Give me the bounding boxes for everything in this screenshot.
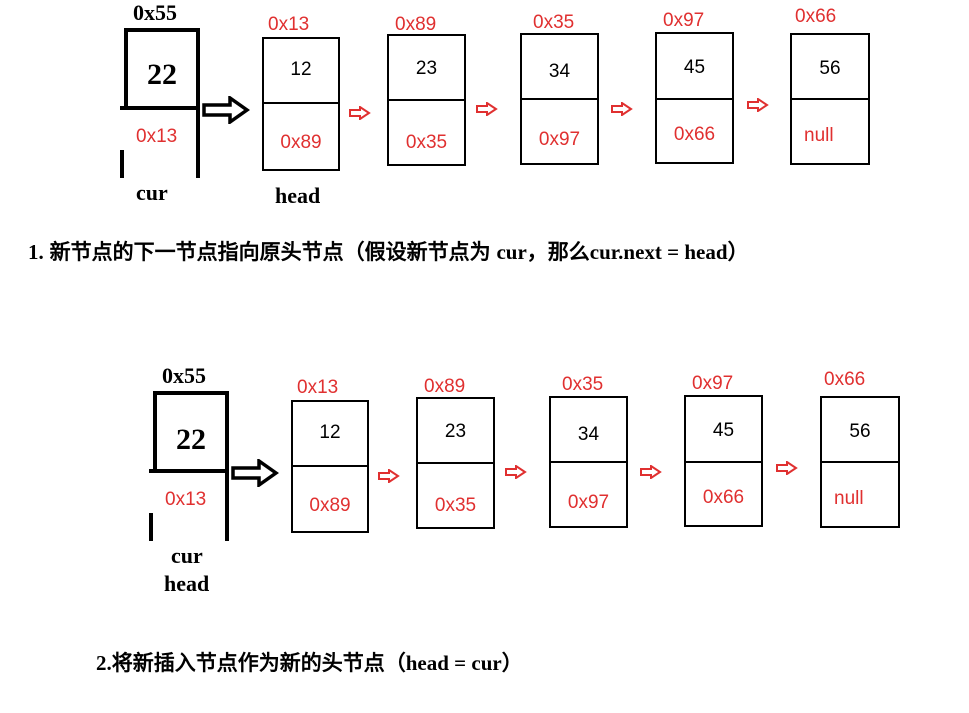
list-node: 45 0x66: [684, 395, 763, 527]
caption-number: 1.: [28, 240, 44, 264]
list-node: 12 0x89: [262, 37, 340, 171]
cur-node-next: 0x13: [165, 489, 207, 510]
list-node: 23 0x35: [416, 397, 495, 529]
node-address: 0x13: [268, 14, 310, 35]
small-arrow-icon: [640, 465, 662, 479]
caption-text: 新节点的下一节点指向原头节点（假设新节点为: [49, 241, 491, 264]
cur-node-value: 22: [147, 58, 177, 91]
node-value: 23: [415, 58, 438, 79]
cur-node-border-right: [196, 28, 200, 178]
cur-node-border-top: [124, 28, 200, 32]
node-value: 56: [819, 58, 841, 79]
node-next: 0x97: [567, 492, 610, 513]
small-arrow-icon: [378, 469, 400, 483]
node-next: 0x89: [309, 495, 351, 516]
cur-node-value: 22: [176, 423, 206, 456]
cur-node: 22 0x13: [149, 391, 229, 541]
node-value: 34: [548, 61, 571, 82]
node-address: 0x66: [795, 6, 837, 27]
caption-end: ）: [501, 652, 523, 675]
cur-node-border-left-bottom: [149, 513, 153, 541]
node-divider: [389, 99, 464, 101]
caption-text: 将新插入节点作为新的头节点（: [111, 652, 406, 675]
cur-node-divider: [120, 106, 200, 110]
step2-caption: 2.将新插入节点作为新的头节点（head = cur）: [96, 647, 523, 677]
cur-label: cur: [171, 543, 203, 568]
node-next: null: [834, 488, 864, 509]
small-arrow-icon: [776, 461, 798, 475]
node-next: 0x66: [673, 124, 716, 145]
cur-node-next: 0x13: [136, 126, 178, 147]
step1-caption: 1. 新节点的下一节点指向原头节点（假设新节点为 cur，那么cur.next …: [28, 236, 749, 266]
list-node: 34 0x97: [520, 33, 599, 165]
cur-label: cur: [136, 180, 168, 205]
cur-node-border-right: [225, 391, 229, 541]
caption-cur: cur: [496, 240, 527, 264]
node-next: 0x66: [702, 487, 745, 508]
node-next: 0x35: [405, 132, 448, 153]
cur-node-address: 0x55: [162, 363, 206, 388]
node-value: 56: [849, 421, 871, 442]
cur-node-border-left-bottom: [120, 150, 124, 178]
node-address: 0x89: [395, 14, 437, 35]
caption-code: cur.next = head: [589, 240, 728, 264]
head-label: head: [275, 183, 321, 208]
small-arrow-icon: [476, 102, 498, 116]
node-divider: [418, 462, 493, 464]
small-arrow-icon: [349, 106, 371, 120]
node-value: 45: [683, 57, 706, 78]
small-arrow-icon: [505, 465, 527, 479]
caption-code: head = cur: [405, 651, 502, 675]
head-label: head: [164, 571, 210, 596]
small-arrow-icon: [611, 102, 633, 116]
list-node: 56 null: [790, 33, 870, 165]
cur-node-border-top: [153, 391, 229, 395]
node-divider: [522, 98, 597, 100]
list-node: 12 0x89: [291, 400, 369, 533]
node-divider: [264, 102, 338, 104]
node-divider: [657, 98, 732, 100]
step2-diagram: 0x55 22 0x13 cur head 0x13 12 0x89 0x89 …: [0, 0, 969, 675]
node-value: 12: [290, 59, 312, 80]
small-arrow-icon: [747, 98, 769, 112]
big-arrow-icon: [202, 96, 250, 124]
caption-end: ）: [727, 241, 749, 264]
caption-mid: ，那么: [526, 241, 590, 264]
node-value: 12: [319, 422, 341, 443]
node-next: null: [804, 125, 834, 146]
node-value: 45: [712, 420, 735, 441]
node-value: 23: [444, 421, 467, 442]
node-address: 0x97: [692, 373, 734, 394]
node-address: 0x13: [297, 377, 339, 398]
cur-node-border-left: [153, 391, 157, 473]
cur-node-address: 0x55: [133, 0, 177, 25]
list-node: 23 0x35: [387, 34, 466, 166]
step1-diagram: 0x55 22 0x13 cur 0x13 12 0x89 0x89 23 0x…: [0, 0, 969, 280]
big-arrow-icon: [231, 459, 279, 487]
node-divider: [551, 461, 626, 463]
node-divider: [792, 98, 868, 100]
node-address: 0x89: [424, 376, 466, 397]
node-next: 0x35: [434, 495, 477, 516]
node-address: 0x97: [663, 10, 705, 31]
node-divider: [293, 465, 367, 467]
node-address: 0x66: [824, 369, 866, 390]
node-next: 0x97: [538, 129, 581, 150]
cur-node: 22 0x13: [120, 28, 200, 178]
cur-node-border-left: [124, 28, 128, 110]
node-next: 0x89: [280, 132, 322, 153]
list-node: 56 null: [820, 396, 900, 528]
list-node: 45 0x66: [655, 32, 734, 164]
list-node: 34 0x97: [549, 396, 628, 528]
node-value: 34: [577, 424, 600, 445]
node-address: 0x35: [562, 374, 604, 395]
node-address: 0x35: [533, 12, 575, 33]
cur-node-divider: [149, 469, 229, 473]
node-divider: [822, 461, 898, 463]
node-divider: [686, 461, 761, 463]
caption-number: 2.: [96, 651, 112, 675]
